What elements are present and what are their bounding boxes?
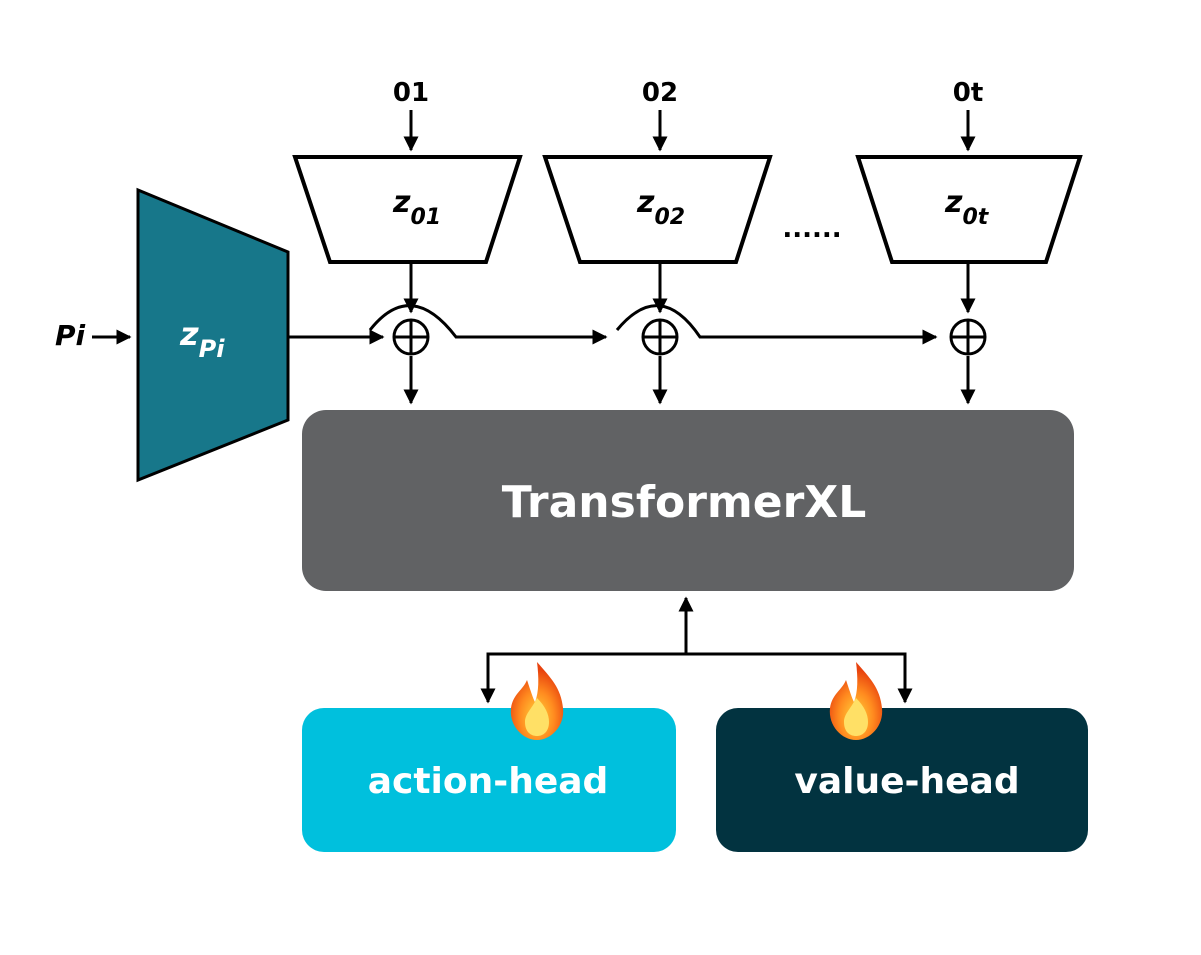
sum-node-2	[641, 318, 679, 356]
obs1-encoder	[292, 155, 523, 264]
heads-connector	[486, 652, 907, 700]
obs2-label: 02	[642, 78, 678, 108]
ellipsis: ......	[782, 214, 841, 244]
prompt-encoder	[136, 187, 290, 483]
obs1-encoder-label: z01	[392, 185, 441, 230]
action-head-label: action-head	[368, 761, 609, 802]
obs2-encoder	[542, 155, 773, 264]
prompt-to-sumt-arrow	[615, 304, 938, 345]
action-head-block	[302, 708, 676, 852]
value-head-block	[716, 708, 1088, 852]
fire-icon	[829, 662, 883, 740]
sum-node-t	[949, 318, 987, 356]
value-head-label: value-head	[794, 761, 1019, 802]
sum-node-1	[392, 318, 430, 356]
fire-icon	[510, 662, 564, 740]
transformer-block	[302, 410, 1074, 591]
prompt-encoder-label: zPi	[179, 315, 225, 363]
obst-label: 0t	[953, 78, 984, 108]
obs2-encoder-label: z02	[636, 185, 685, 230]
prompt-label: Pi	[55, 319, 86, 352]
transformer-label: TransformerXL	[502, 477, 867, 528]
obst-encoder	[855, 155, 1083, 264]
obs1-label: 01	[393, 78, 429, 108]
prompt-to-sum2-arrow	[368, 304, 608, 345]
obst-encoder-label: z0t	[944, 185, 990, 230]
